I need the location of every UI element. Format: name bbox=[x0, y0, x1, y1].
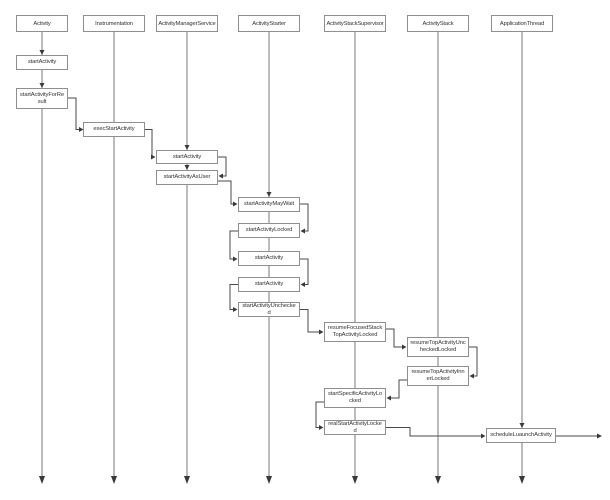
message-label: scheduleLuaunchActivity bbox=[490, 432, 552, 439]
connector-start2-to-unchecked bbox=[229, 284, 238, 310]
message-resumetopactivityinnerlocked: resumeTopActivityInnerLocked bbox=[407, 366, 469, 386]
connector-resumefocused-to-resumetop bbox=[386, 328, 402, 348]
arrow-into-schedulelaunchactivity bbox=[519, 423, 525, 428]
arrow-left-icon bbox=[218, 173, 223, 179]
actor-label: Instrumentation bbox=[95, 20, 133, 27]
arrow-left-icon bbox=[386, 395, 391, 401]
message-label: execStartActivity bbox=[93, 126, 135, 133]
arrow-down-icon bbox=[435, 476, 441, 484]
arrow-left-icon bbox=[469, 373, 474, 379]
arrow-into-startactivityasuser bbox=[184, 165, 190, 170]
connector-start-to-start2 bbox=[300, 258, 309, 285]
connector-amsstart-to-asuser bbox=[218, 156, 227, 177]
connector-asuser-to-maywait bbox=[218, 180, 233, 205]
arrow-right-icon bbox=[597, 433, 602, 439]
message-label: startActivity bbox=[254, 281, 284, 288]
message-label: startActivityForResult bbox=[20, 91, 64, 105]
lifeline-end-arrows bbox=[39, 476, 525, 484]
lifelines bbox=[41, 32, 523, 477]
message-startspecificactivitylocked: startSpecificActivityLocked bbox=[324, 388, 386, 408]
message-label: startActivity bbox=[254, 255, 284, 262]
connector-inner-to-startspecific bbox=[391, 379, 407, 399]
message-ams-startactivity: startActivity bbox=[156, 150, 218, 164]
message-resumefocusedstacktopactivitylocked: resumeFocusedStackTopActivityLocked bbox=[324, 322, 386, 342]
message-startactivityforresult: startActivityForResult bbox=[16, 88, 68, 109]
message-startactivityunchecked: startActivityUnchecked bbox=[238, 302, 300, 317]
arrow-right-icon bbox=[481, 433, 486, 439]
message-starter-startactivity-1: startActivity bbox=[238, 251, 300, 266]
arrow-left-icon bbox=[300, 228, 305, 234]
actor-activity: Activity bbox=[16, 15, 68, 32]
actor-instrumentation: Instrumentation bbox=[83, 15, 145, 32]
arrow-right-icon bbox=[233, 307, 238, 312]
message-label: startActivity bbox=[172, 153, 202, 160]
connector-realstart-to-schedulelaunch bbox=[386, 427, 481, 437]
arrow-right-icon bbox=[151, 154, 156, 160]
actor-activitystacksupervisor: ActivityStackSupervisor bbox=[324, 15, 386, 32]
message-label: startSpecificActivityLocked bbox=[327, 391, 383, 404]
actor-activitystack: ActivityStack bbox=[407, 15, 469, 32]
arrow-down-icon bbox=[111, 476, 117, 484]
message-schedulelaunchactivity: scheduleLuaunchActivity bbox=[486, 428, 556, 443]
message-label: startActivityLocked bbox=[245, 227, 293, 234]
arrow-down-icon bbox=[184, 476, 190, 484]
message-startactivity: startActivity bbox=[16, 55, 68, 70]
connector-locked-to-start bbox=[229, 230, 238, 260]
actor-label: ActivityStackSupervisor bbox=[326, 20, 384, 27]
arrow-into-ams-startactivity bbox=[184, 145, 190, 150]
message-execstartactivity: execStartActivity bbox=[83, 122, 145, 137]
arrow-right-icon bbox=[319, 329, 324, 335]
arrow-down-icon bbox=[266, 476, 272, 484]
arrow-right-icon bbox=[233, 256, 238, 262]
message-startactivitymaywait: startActivityMayWait bbox=[238, 197, 300, 212]
message-label: resumeTopActivityUncheckedLocked bbox=[410, 340, 466, 353]
actor-label: Activity bbox=[33, 20, 51, 27]
connector-unchecked-to-resumefocused bbox=[300, 309, 319, 333]
arrow-down-icon bbox=[519, 476, 525, 484]
call-arrows-vertical bbox=[39, 50, 525, 428]
actor-activitystarter: ActivityStarter bbox=[238, 15, 300, 32]
message-startactivityasuser: startActivityAsUser bbox=[156, 170, 218, 185]
actor-label: ActivityManagerService bbox=[158, 20, 216, 27]
message-label: startActivityUnchecked bbox=[242, 302, 296, 316]
message-label: startActivityAsUser bbox=[163, 174, 211, 181]
arrow-left-icon bbox=[300, 282, 305, 287]
arrow-into-startactivityforresult bbox=[39, 83, 45, 88]
message-label: startActivityMayWait bbox=[244, 201, 294, 208]
arrow-down-icon bbox=[39, 476, 45, 484]
connector-resumetop-to-inner bbox=[469, 346, 478, 377]
arrow-right-icon bbox=[402, 344, 407, 350]
message-starter-startactivity-2: startActivity bbox=[238, 277, 300, 292]
arrow-right-icon bbox=[319, 425, 324, 430]
actor-label: ActivityStack bbox=[422, 20, 454, 27]
connector-execstart-to-amsstart bbox=[145, 129, 153, 158]
message-startactivitylocked: startActivityLocked bbox=[238, 223, 300, 238]
message-label: resumeTopActivityInnerLocked bbox=[411, 369, 465, 382]
actor-applicationthread: ApplicationThread bbox=[491, 15, 553, 32]
message-label: realStartActivityLocked bbox=[328, 420, 382, 434]
message-resumetopactivityuncheckedlocked: resumeTopActivityUncheckedLocked bbox=[407, 337, 469, 357]
connector-maywait-to-locked bbox=[300, 203, 309, 232]
arrow-right-icon bbox=[79, 127, 84, 132]
arrow-into-startactivitymaywait bbox=[266, 192, 272, 197]
actor-label: ApplicationThread bbox=[499, 20, 545, 27]
connector-forresult-to-execstart bbox=[68, 97, 79, 130]
message-label: startActivity bbox=[27, 59, 57, 66]
call-connectors bbox=[68, 97, 602, 439]
actor-activitymanagerservice: ActivityManagerService bbox=[156, 15, 218, 32]
connector-startspecific-to-realstart bbox=[315, 401, 324, 428]
arrow-right-icon bbox=[233, 201, 238, 207]
actor-label: ActivityStarter bbox=[252, 20, 286, 27]
message-label: resumeFocusedStackTopActivityLocked bbox=[327, 325, 383, 338]
message-realstartactivitylocked: realStartActivityLocked bbox=[324, 420, 386, 435]
arrow-down-icon bbox=[352, 476, 358, 484]
arrow-into-startactivity bbox=[39, 50, 45, 55]
